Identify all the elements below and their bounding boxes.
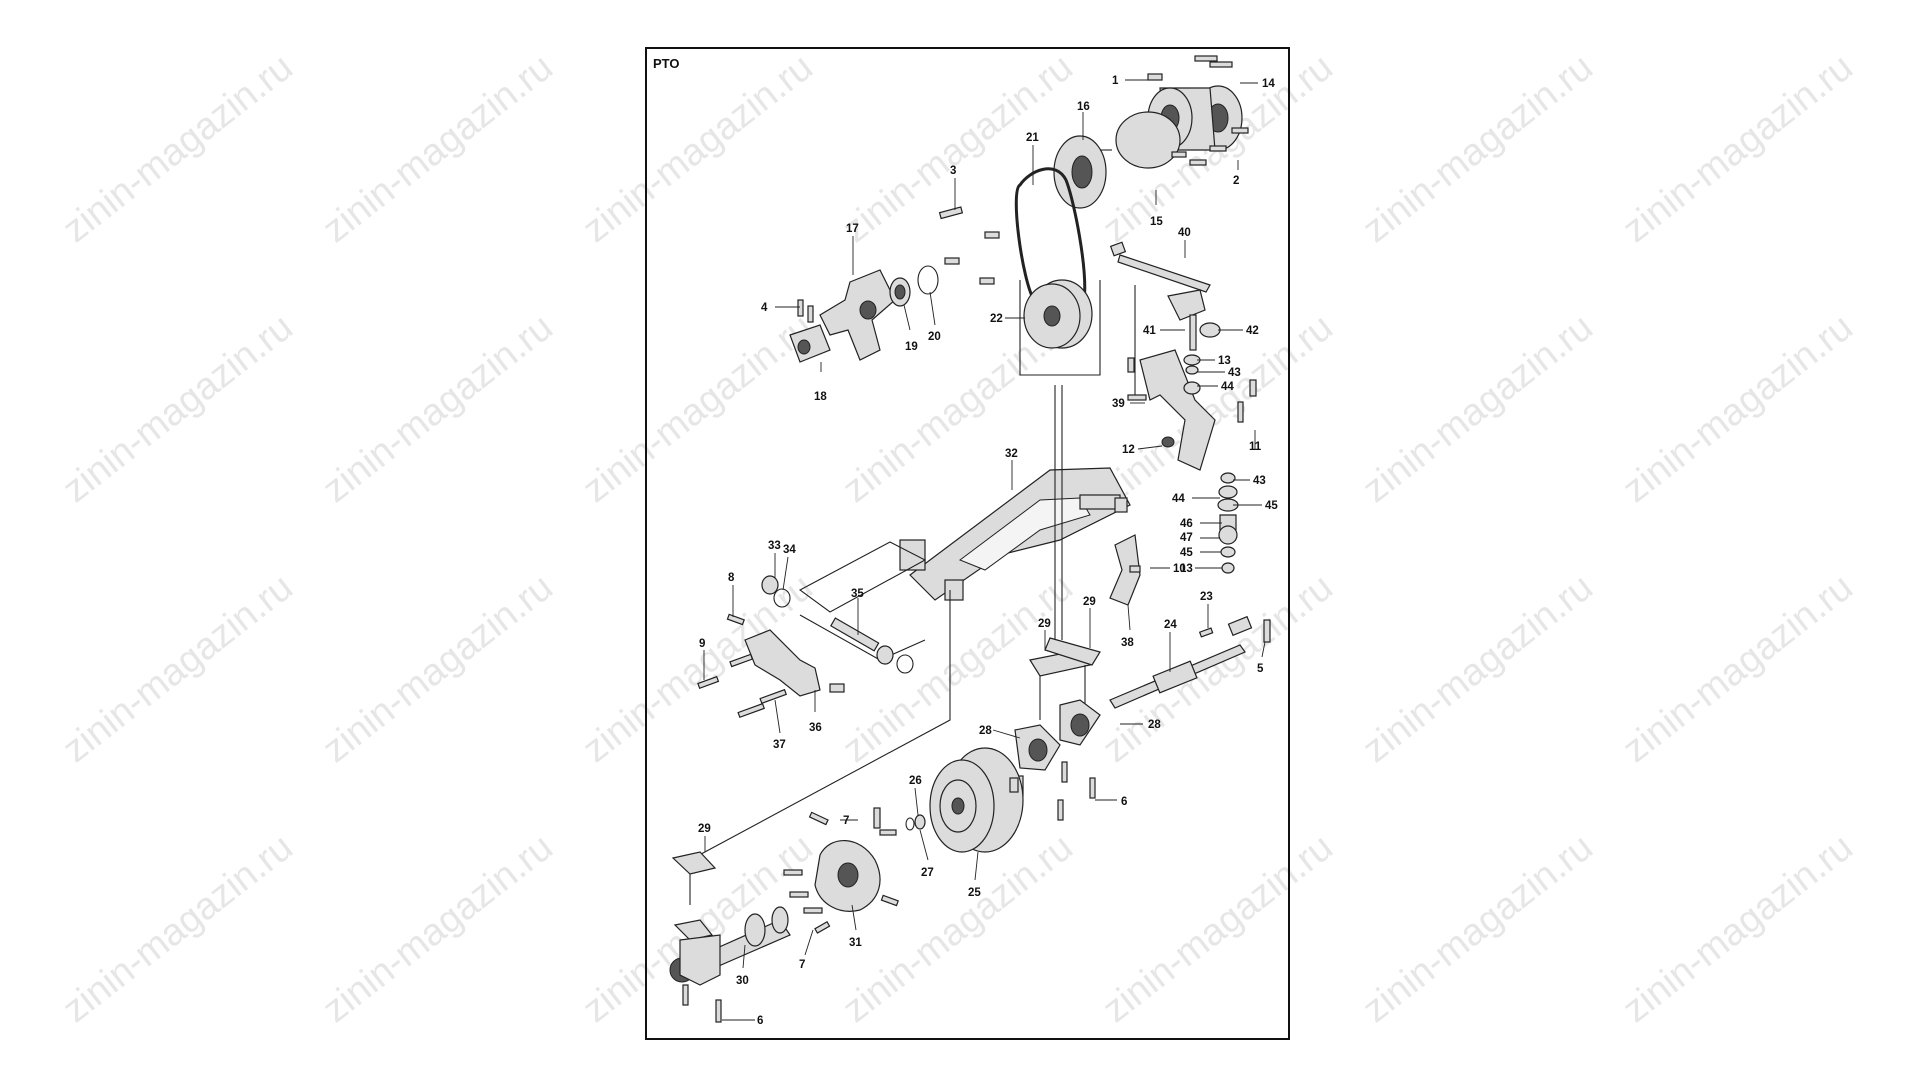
callout-c15: 15 <box>1150 216 1163 228</box>
callout-c44b: 44 <box>1172 493 1185 505</box>
callout-c18: 18 <box>814 391 827 403</box>
callout-c33: 33 <box>768 540 781 552</box>
callout-c28b: 28 <box>979 725 992 737</box>
callout-c43a: 43 <box>1228 367 1241 379</box>
bracket-38 <box>1109 534 1141 606</box>
callout-c22: 22 <box>990 313 1003 325</box>
callout-c13b: 13 <box>1180 563 1193 575</box>
callout-c6a: 6 <box>1121 796 1127 808</box>
diagram-frame <box>645 47 1290 1040</box>
callout-c7b: 7 <box>799 959 805 971</box>
idler-linkage <box>1109 241 1257 471</box>
callout-c4: 4 <box>761 302 768 314</box>
flex-coupling <box>783 807 899 934</box>
callout-c25: 25 <box>968 887 981 899</box>
callout-c40: 40 <box>1178 227 1191 239</box>
callout-c1: 1 <box>1112 75 1119 87</box>
callout-c9: 9 <box>699 638 705 650</box>
electric-clutch <box>879 747 1024 853</box>
callout-c13a: 13 <box>1218 355 1231 367</box>
pto-shaft-assembly <box>1014 615 1271 821</box>
callout-c5: 5 <box>1257 663 1264 675</box>
callout-c28a: 28 <box>1148 719 1161 731</box>
callout-c27: 27 <box>921 867 934 879</box>
leader-lines <box>703 79 1266 1021</box>
callout-c46: 46 <box>1180 518 1193 530</box>
callout-c34: 34 <box>783 544 796 556</box>
callout-c24: 24 <box>1164 619 1177 631</box>
callout-c29b: 29 <box>1083 596 1096 608</box>
callout-c30: 30 <box>736 975 749 987</box>
callout-c29a: 29 <box>1038 618 1051 630</box>
engine-hub-assembly <box>1053 79 1243 209</box>
callout-c45b: 45 <box>1180 547 1193 559</box>
pulley-bracket <box>789 206 1000 363</box>
callout-c19: 19 <box>905 341 918 353</box>
callout-c21: 21 <box>1026 132 1039 144</box>
callout-c44a: 44 <box>1221 381 1234 393</box>
callout-c23: 23 <box>1200 591 1213 603</box>
callout-c39: 39 <box>1112 398 1125 410</box>
pivot-bracket-assembly <box>697 541 927 719</box>
diagram-title: PTO <box>653 56 680 71</box>
callout-c2: 2 <box>1233 175 1239 187</box>
callout-c29c: 29 <box>698 823 711 835</box>
callout-c14: 14 <box>1262 78 1275 90</box>
callout-c36: 36 <box>809 722 822 734</box>
callout-c17: 17 <box>846 223 859 235</box>
callout-c35: 35 <box>851 588 864 600</box>
driven-pulley <box>1019 279 1101 376</box>
callout-c7a: 7 <box>843 815 849 827</box>
hub-bolts <box>1147 55 1249 166</box>
callout-c8: 8 <box>728 572 735 584</box>
callout-c37: 37 <box>773 739 786 751</box>
pto-frame <box>689 385 1131 861</box>
callout-c32: 32 <box>1005 448 1018 460</box>
callout-c11: 11 <box>1249 441 1262 453</box>
callout-c43b: 43 <box>1253 475 1266 487</box>
mount-plate-29 <box>671 851 722 1023</box>
callout-c10: 10 <box>1173 563 1186 575</box>
callout-c38: 38 <box>1121 637 1134 649</box>
callout-c12: 12 <box>1122 444 1135 456</box>
callout-c42: 42 <box>1246 325 1259 337</box>
callout-c41: 41 <box>1143 325 1156 337</box>
callout-c3: 3 <box>950 165 956 177</box>
callout-c26: 26 <box>909 775 922 787</box>
callout-c45a: 45 <box>1265 500 1278 512</box>
callout-c6b: 6 <box>757 1015 763 1027</box>
callout-c20: 20 <box>928 331 941 343</box>
callout-c16: 16 <box>1077 101 1090 113</box>
callout-c31: 31 <box>849 937 862 949</box>
callout-c47: 47 <box>1180 532 1193 544</box>
